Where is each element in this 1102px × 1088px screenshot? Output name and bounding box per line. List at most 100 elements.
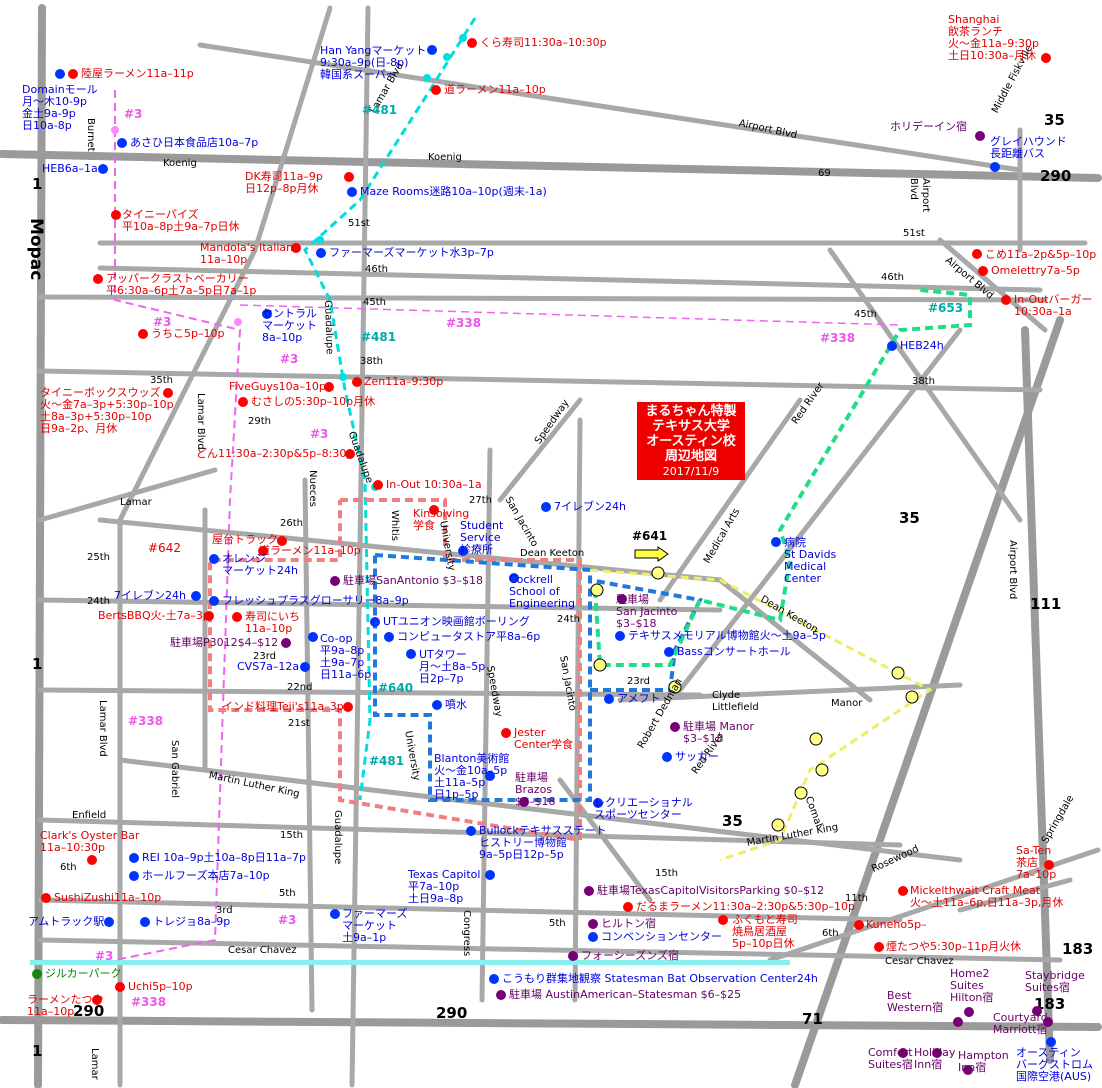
poi-label-zilker[interactable]: ジルカーパーク xyxy=(45,967,122,980)
poi-label-hampton[interactable]: Hampton Inn宿 xyxy=(958,1049,1009,1074)
poi-marker-kome[interactable] xyxy=(972,249,982,259)
poi-label-americanfootball[interactable]: アメフト xyxy=(617,692,661,705)
poi-label-farmers-mkt2[interactable]: ファーマーズ マーケット 土9a–1p xyxy=(342,907,408,944)
poi-marker-rei[interactable] xyxy=(129,853,139,863)
poi-marker-seven11-1[interactable] xyxy=(541,502,551,512)
poi-label-sa-ten[interactable]: Sa-Ten 茶店 7a–10p xyxy=(1016,844,1057,881)
poi-label-trader-joes[interactable]: トレジョ8a–9p xyxy=(153,915,231,928)
poi-label-yatai[interactable]: 屋台トラック xyxy=(212,533,278,546)
poi-marker-bats[interactable] xyxy=(489,974,499,984)
poi-marker-airport[interactable] xyxy=(1046,1037,1056,1047)
poi-marker-orange-mkt[interactable] xyxy=(209,554,219,564)
poi-marker-heb24[interactable] xyxy=(887,341,897,351)
poi-label-student-svc[interactable]: Student Service 診療所 xyxy=(460,519,504,556)
poi-label-kome[interactable]: こめ11a–2p&5p–10p xyxy=(985,248,1097,261)
poi-marker-computer-store[interactable] xyxy=(384,632,394,642)
poi-label-clarks[interactable]: Clark's Oyster Bar 11a–10:30p xyxy=(40,829,140,854)
poi-label-tiny-pies[interactable]: タイニーパイズ 平10a–8p土9a–7p日休 xyxy=(122,208,240,233)
poi-marker-recreation[interactable] xyxy=(593,798,603,808)
poi-label-zen[interactable]: Zen11a–9:30p xyxy=(364,375,444,388)
poi-label-hanyang[interactable]: Han Yangマーケット 9:30a–9p(日-8p) 韓国系スーパー xyxy=(320,44,427,81)
poi-marker-mickelthwait[interactable] xyxy=(898,886,908,896)
poi-marker-mazerooms[interactable] xyxy=(347,187,357,197)
poi-marker-four-seasons[interactable] xyxy=(568,951,578,961)
poi-marker-texas-memorial[interactable] xyxy=(615,631,625,641)
poi-label-fiveguys[interactable]: FiveGuys10a–10p xyxy=(229,380,326,393)
poi-marker-cvs[interactable] xyxy=(300,662,310,672)
poi-marker-holiday-inn-1[interactable] xyxy=(975,131,985,141)
poi-marker-parking-sj[interactable] xyxy=(617,594,627,604)
poi-label-berts[interactable]: BertsBBQ火-土7a–3p xyxy=(98,609,210,622)
poi-marker-parking-tcvp[interactable] xyxy=(584,886,594,896)
poi-label-ut-tower[interactable]: UTタワー 月～土8a–5p 日2p–7p xyxy=(419,648,486,685)
poi-label-coop[interactable]: Co-op 平9a–8p 土9a–7p 日11a–6p xyxy=(320,632,372,681)
poi-label-hilton[interactable]: ヒルトン宿 xyxy=(601,917,656,930)
poi-label-amtrak[interactable]: アムトラック駅 xyxy=(28,915,105,928)
poi-marker-daruma[interactable] xyxy=(623,902,633,912)
poi-label-mickelthwait[interactable]: Mickelthwait Craft Meat 火～土11a–6p,日11a–3… xyxy=(910,884,1064,909)
poi-label-orange-mkt[interactable]: オレンジ マーケット24h xyxy=(222,552,298,577)
poi-marker-michi2[interactable] xyxy=(258,546,268,556)
poi-marker-coop[interactable] xyxy=(308,632,318,642)
poi-label-daruma[interactable]: だるまラーメン11:30a–2:30p&5:30p–10p xyxy=(636,900,855,913)
poi-label-uchiko[interactable]: うちこ5p–10p xyxy=(151,327,225,340)
poi-label-mandolas[interactable]: Mandola's Italian 11a–10p xyxy=(200,241,294,266)
poi-marker-clarks[interactable] xyxy=(87,855,97,865)
poi-label-kura[interactable]: くら寿司11:30a–10:30p xyxy=(480,36,607,49)
poi-label-heb6[interactable]: HEB6a–1a xyxy=(42,162,98,175)
poi-marker-ramen-tatsuya[interactable] xyxy=(92,995,102,1005)
poi-label-kuneho[interactable]: Kuneho5p– xyxy=(866,918,927,931)
poi-marker-farmers-mkt[interactable] xyxy=(316,248,326,258)
poi-label-parking-sa[interactable]: 駐車場SanAntonio $3–$18 xyxy=(343,574,483,587)
poi-label-asahi[interactable]: あさひ日本食品店10a–7p xyxy=(130,136,259,149)
poi-marker-staybridge[interactable] xyxy=(1032,1006,1042,1016)
poi-label-michi[interactable]: 道ラーメン11a–10p xyxy=(444,83,546,96)
poi-label-best-western[interactable]: Best Western宿 xyxy=(887,989,944,1014)
poi-marker-comfort[interactable] xyxy=(898,1048,908,1058)
poi-marker-student-svc[interactable] xyxy=(458,546,468,556)
poi-marker-parking-sa[interactable] xyxy=(330,576,340,586)
poi-marker-tiny-boxwoods[interactable] xyxy=(163,388,173,398)
poi-marker-central-mkt[interactable] xyxy=(262,309,272,319)
poi-marker-best-western[interactable] xyxy=(953,1017,963,1027)
poi-label-computer-store[interactable]: コンピュータストア平8a–6p xyxy=(397,630,541,643)
poi-marker-dk[interactable] xyxy=(344,172,354,182)
poi-marker-hanyang[interactable] xyxy=(427,45,437,55)
poi-marker-greyhound[interactable] xyxy=(990,162,1000,172)
poi-marker-kemuri[interactable] xyxy=(874,942,884,952)
poi-label-parking-sj[interactable]: 駐車場 San Jacinto $3–$18 xyxy=(616,593,678,630)
poi-label-farmers-mkt[interactable]: ファーマーズマーケット水3p–7p xyxy=(329,246,494,259)
poi-marker-whole-foods[interactable] xyxy=(129,871,139,881)
poi-label-fukumoto[interactable]: ふくもと寿司 焼鳥居酒屋 5p–10p日休 xyxy=(732,913,798,950)
poi-label-musashino[interactable]: むさしの5:30p–10p月休 xyxy=(251,395,376,408)
poi-label-holiday-inn-1[interactable]: ホリデーイン宿 xyxy=(890,120,967,133)
poi-label-recreation[interactable]: レクリエーショナル スポーツセンター xyxy=(594,796,693,821)
poi-label-fresh-plus[interactable]: フレッシュプラスグローサリー8a–9p xyxy=(222,594,409,607)
poi-label-convention[interactable]: コンベンションセンター xyxy=(601,930,722,943)
poi-label-staybridge[interactable]: Staybridge Suites宿 xyxy=(1025,969,1085,994)
poi-label-michi2[interactable]: 道ラーメン11a–10p xyxy=(259,544,361,557)
poi-marker-asahi[interactable] xyxy=(117,138,127,148)
poi-label-sushizushi[interactable]: SushiZushi11a–10p xyxy=(54,891,162,904)
poi-marker-farmers-mkt2[interactable] xyxy=(330,909,340,919)
poi-marker-musashino[interactable] xyxy=(238,397,248,407)
poi-label-courtyard[interactable]: Courtyard Marriott宿 xyxy=(993,1011,1048,1036)
poi-marker-courtyard[interactable] xyxy=(1043,1017,1053,1027)
poi-label-parking-tcvp[interactable]: 駐車場TexasCapitolVisitorsParking $0–$12 xyxy=(597,884,825,897)
poi-label-rikuya[interactable]: 陸屋ラーメン11a–11p xyxy=(81,67,194,80)
poi-marker-innout-2[interactable] xyxy=(1001,295,1011,305)
poi-marker-parking-brazos[interactable] xyxy=(519,797,529,807)
poi-marker-parking-statesman[interactable] xyxy=(496,990,506,1000)
poi-marker-convention[interactable] xyxy=(588,932,598,942)
poi-marker-parking-p3012[interactable] xyxy=(281,638,291,648)
poi-label-airport[interactable]: オースティン バーグストロム 国際空港(AUS) xyxy=(1016,1046,1093,1083)
poi-marker-blanton[interactable] xyxy=(485,771,495,781)
poi-marker-fukumoto[interactable] xyxy=(718,915,728,925)
poi-label-kemuri[interactable]: 煙たつや5:30p–11p月火休 xyxy=(886,940,1022,953)
poi-label-innout-1[interactable]: In-Out 10:30a–1a xyxy=(386,478,482,491)
poi-marker-zen[interactable] xyxy=(352,377,362,387)
poi-marker-michi[interactable] xyxy=(431,85,441,95)
poi-marker-heb6[interactable] xyxy=(98,164,108,174)
poi-label-byoin[interactable]: 病院 St Davids Medical Center xyxy=(784,536,837,585)
